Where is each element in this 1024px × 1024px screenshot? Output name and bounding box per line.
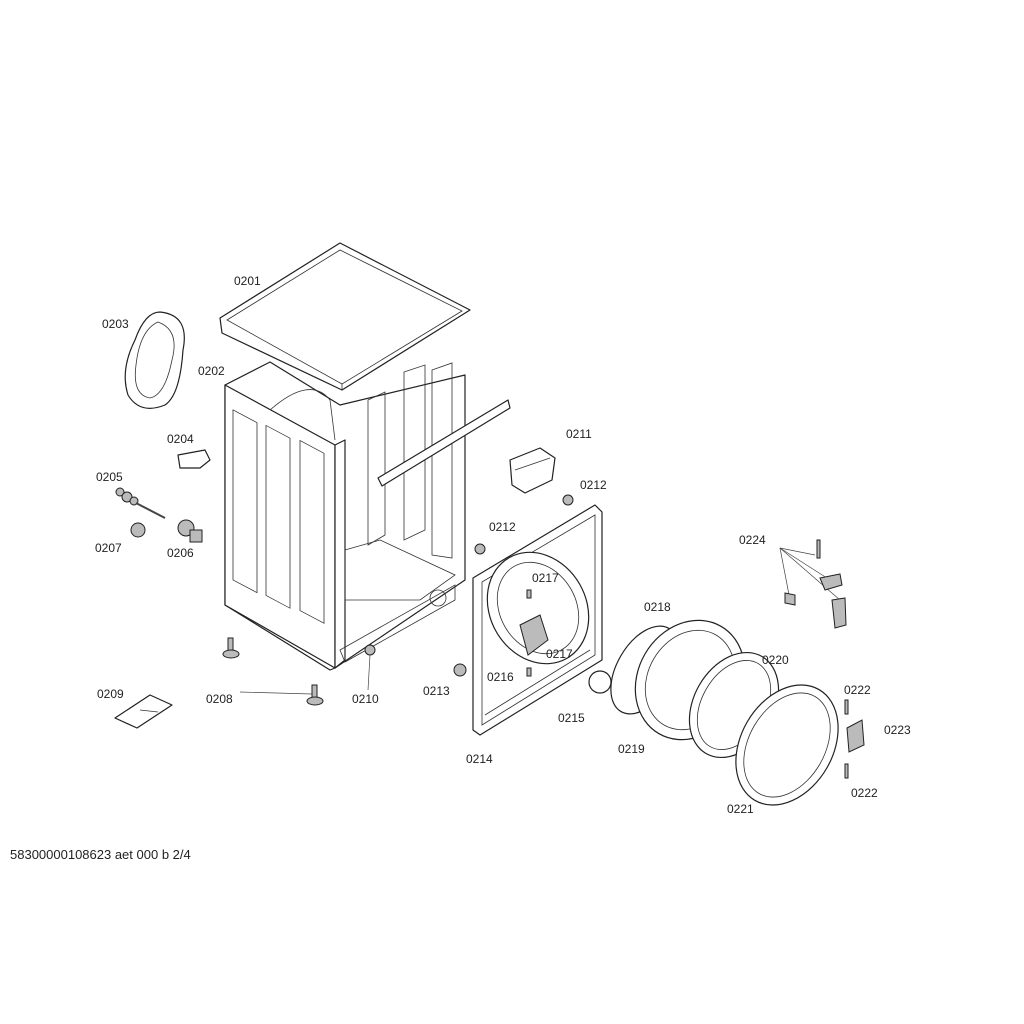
label-0205: 0205 <box>96 470 123 484</box>
label-0209: 0209 <box>97 687 124 701</box>
part-hinge-cover[interactable] <box>846 719 865 753</box>
label-0210: 0210 <box>352 692 379 706</box>
label-0212: 0212 <box>580 478 607 492</box>
label-0217: 0217 <box>532 571 559 585</box>
part-bracket[interactable] <box>177 449 211 469</box>
part-plug[interactable] <box>364 644 376 691</box>
label-0215: 0215 <box>558 711 585 725</box>
part-labels: 0201 0202 0203 0204 0205 0207 0206 0208 … <box>95 274 911 816</box>
part-pins[interactable] <box>844 699 849 779</box>
label-0202: 0202 <box>198 364 225 378</box>
part-shock-pin[interactable] <box>115 487 166 519</box>
part-foot-bolt[interactable] <box>177 519 203 543</box>
label-0208: 0208 <box>206 692 233 706</box>
label-0211: 0211 <box>566 427 592 441</box>
label-0223: 0223 <box>884 723 911 737</box>
document-id: 58300000108623 aet 000 b 2/4 <box>10 847 191 862</box>
label-0213: 0213 <box>423 684 450 698</box>
part-front-panel[interactable] <box>467 504 608 736</box>
part-worktop[interactable] <box>219 242 471 391</box>
label-0222: 0222 <box>844 683 871 697</box>
label-0216: 0216 <box>487 670 514 684</box>
part-feet[interactable] <box>222 637 324 706</box>
label-0222: 0222 <box>851 786 878 800</box>
part-gasket-cover[interactable] <box>124 311 185 409</box>
label-0217: 0217 <box>546 647 573 661</box>
label-0201: 0201 <box>234 274 261 288</box>
part-outer-ring[interactable] <box>715 667 859 824</box>
part-screw[interactable] <box>453 663 467 677</box>
label-0206: 0206 <box>167 546 194 560</box>
label-0214: 0214 <box>466 752 493 766</box>
part-knob[interactable] <box>588 670 612 694</box>
part-hinge[interactable] <box>779 539 847 629</box>
label-0207: 0207 <box>95 541 122 555</box>
label-0224: 0224 <box>739 533 766 547</box>
label-0203: 0203 <box>102 317 129 331</box>
label-0219: 0219 <box>618 742 645 756</box>
part-transport-plate[interactable] <box>114 694 173 729</box>
part-cabinet[interactable] <box>224 361 511 671</box>
label-0220: 0220 <box>762 653 789 667</box>
part-cap[interactable] <box>130 522 146 538</box>
part-door-lock[interactable] <box>509 447 556 494</box>
part-clip[interactable] <box>474 494 574 555</box>
label-0218: 0218 <box>644 600 671 614</box>
label-0221: 0221 <box>727 802 754 816</box>
label-0204: 0204 <box>167 432 194 446</box>
label-0212: 0212 <box>489 520 516 534</box>
